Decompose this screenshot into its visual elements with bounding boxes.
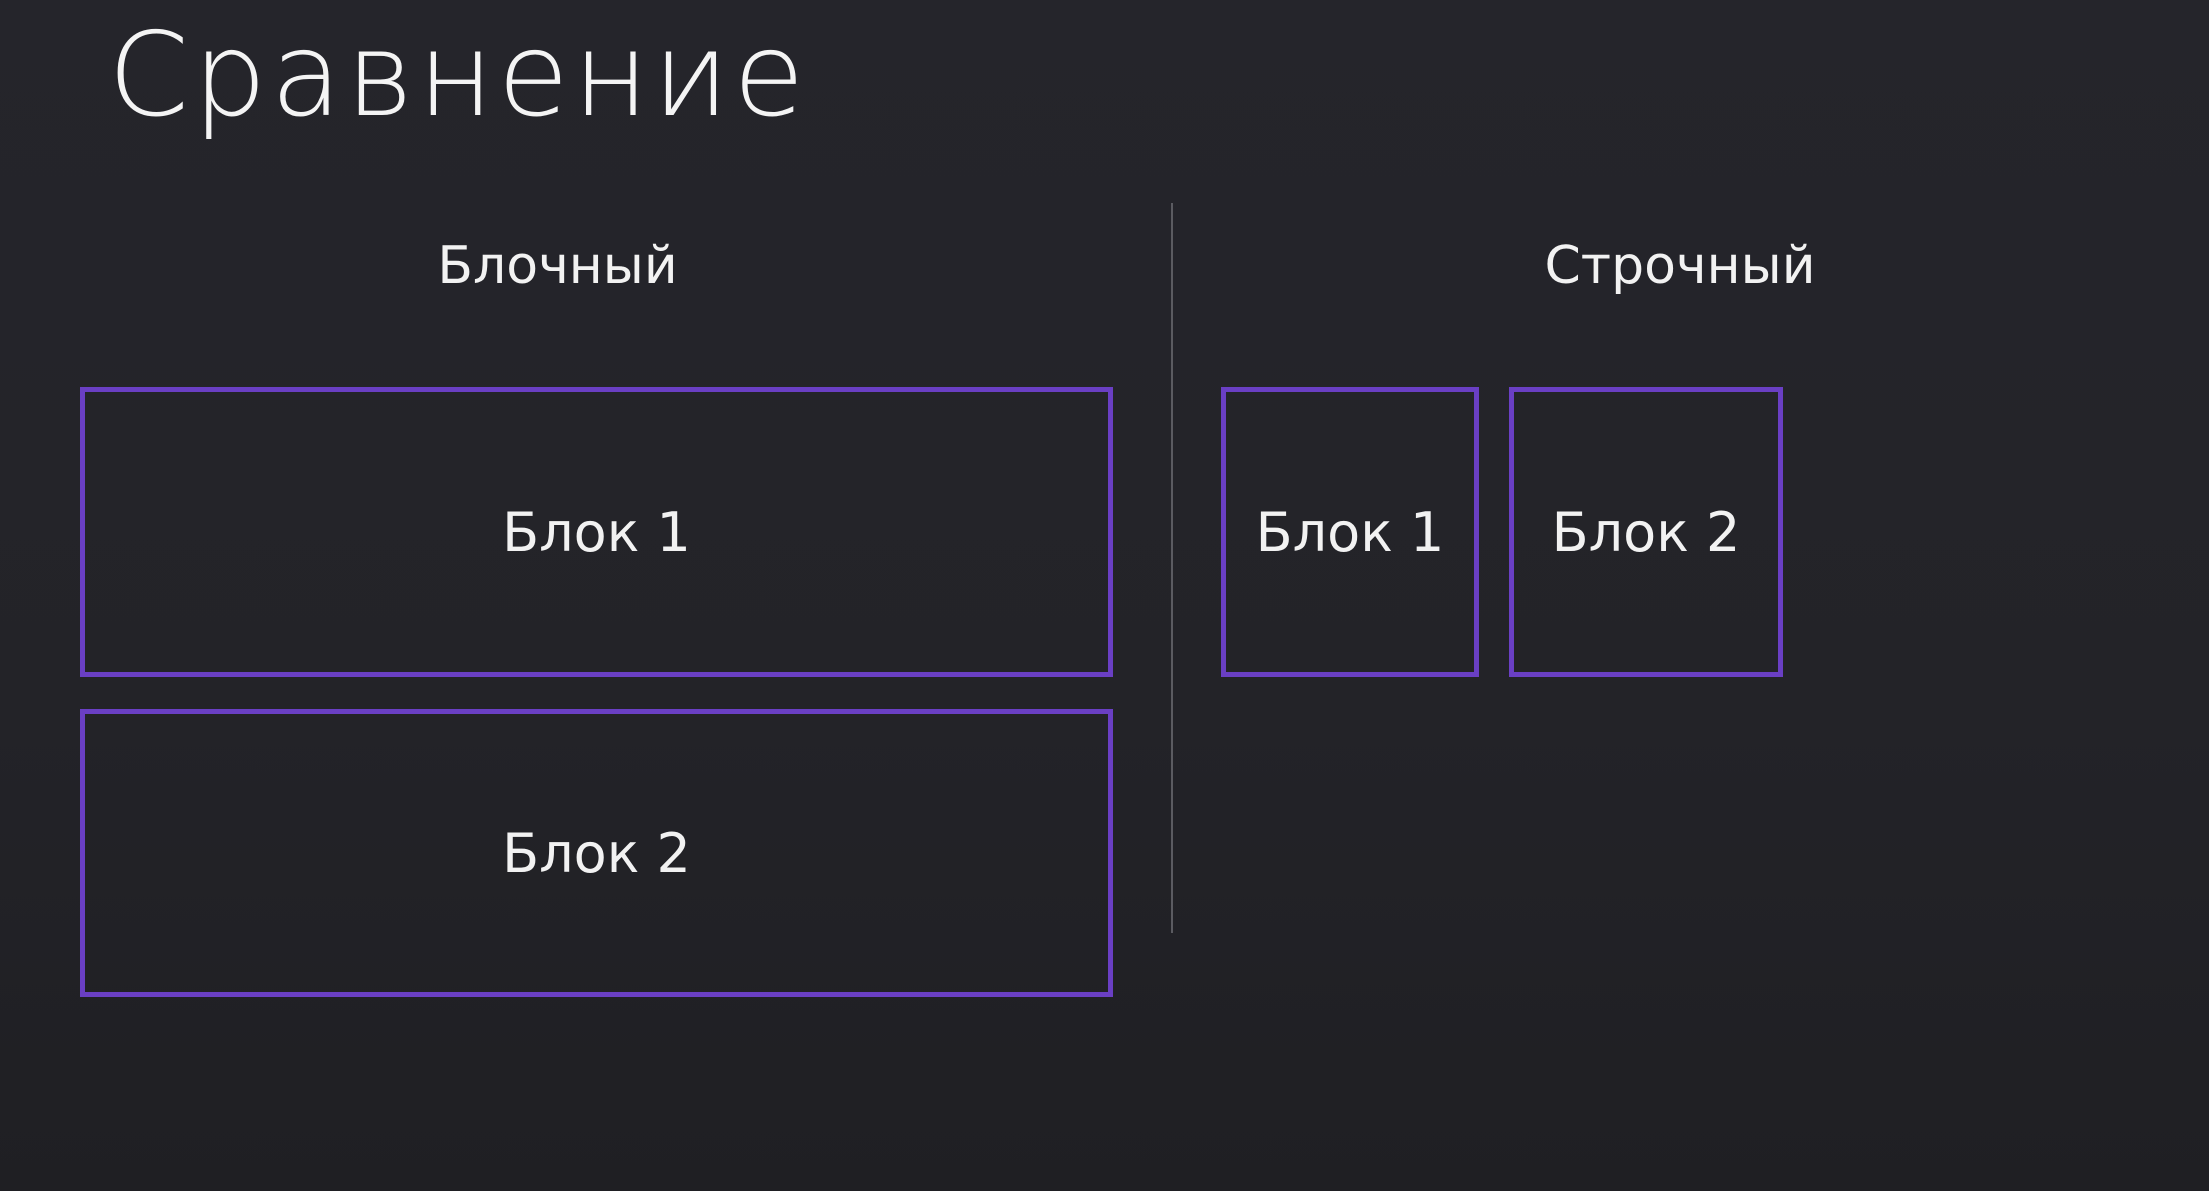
- column-divider: [1171, 203, 1173, 933]
- block-box-1: Блок 1: [80, 387, 1113, 677]
- inline-column-heading: Строчный: [1544, 236, 1816, 296]
- inline-box-2-label: Блок 2: [1551, 500, 1741, 564]
- inline-box-1-label: Блок 1: [1255, 500, 1445, 564]
- inline-box-2: Блок 2: [1509, 387, 1783, 677]
- block-box-2: Блок 2: [80, 709, 1113, 997]
- block-column-heading: Блочный: [437, 236, 678, 296]
- block-box-1-label: Блок 1: [502, 500, 691, 564]
- slide-title: Сравнение: [108, 8, 809, 143]
- inline-box-1: Блок 1: [1221, 387, 1479, 677]
- block-box-2-label: Блок 2: [502, 821, 691, 885]
